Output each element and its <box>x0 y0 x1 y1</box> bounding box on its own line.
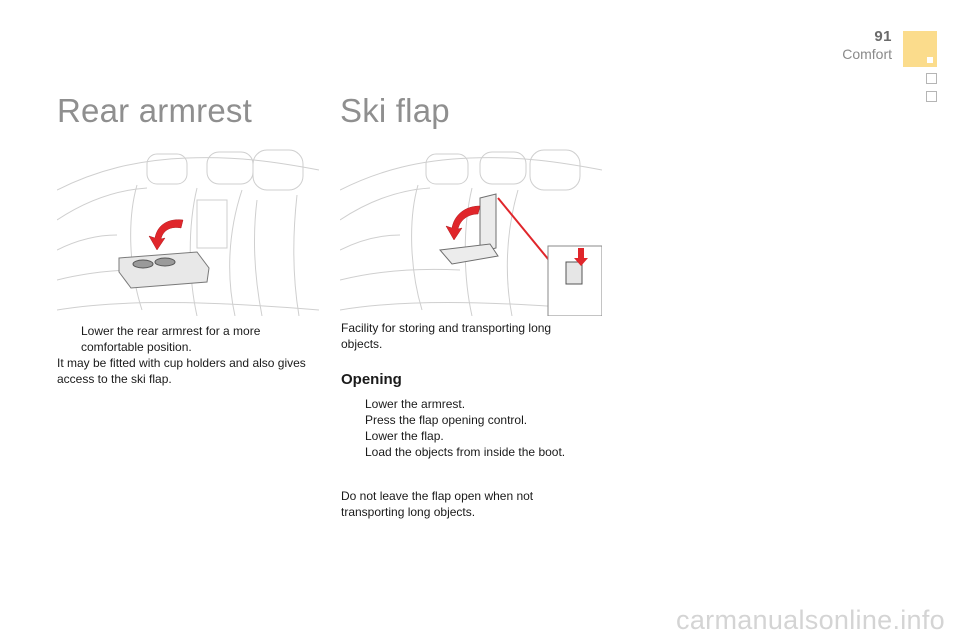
list-item: Press the flap opening control. <box>341 412 601 428</box>
chapter-tab-active[interactable] <box>903 31 937 67</box>
list-item: Lower the flap. <box>341 428 601 444</box>
bullet-text: Lower the rear armrest for a more comfor… <box>81 324 261 354</box>
page-header: 91 Comfort <box>842 28 892 62</box>
list-item: Lower the rear armrest for a more comfor… <box>57 323 322 355</box>
step-text: Load the objects from inside the boot. <box>365 445 566 459</box>
chapter-tab[interactable] <box>926 73 937 84</box>
rear-armrest-illustration <box>57 140 319 316</box>
tab-marker <box>927 57 933 63</box>
ski-flap-note: Do not leave the flap open when not tran… <box>341 489 534 519</box>
page-number: 91 <box>874 28 892 45</box>
step-text: Lower the armrest. <box>365 397 466 411</box>
press-arrow-icon <box>574 248 588 266</box>
ski-flap-intro: Facility for storing and transporting lo… <box>341 321 552 351</box>
list-item: Load the objects from inside the boot. <box>341 444 601 460</box>
watermark: carmanualsonline.info <box>676 605 945 635</box>
step-text: Press the flap opening control. <box>365 413 528 427</box>
paragraph: It may be fitted with cup holders and al… <box>57 356 306 386</box>
list-item: Lower the armrest. <box>341 396 601 412</box>
rear-armrest-title: Rear armrest <box>57 92 252 129</box>
ski-flap-title: Ski flap <box>340 92 450 129</box>
ski-flap-illustration <box>340 140 602 316</box>
opening-heading: Opening <box>341 371 402 388</box>
flap-arrow-icon <box>445 205 481 241</box>
opening-steps: Lower the armrest. Press the flap openin… <box>341 396 601 460</box>
section-name: Comfort <box>842 46 892 62</box>
lower-arrow-icon <box>148 219 184 251</box>
chapter-tab[interactable] <box>926 91 937 102</box>
step-text: Lower the flap. <box>365 429 444 443</box>
rear-armrest-text: Lower the rear armrest for a more comfor… <box>57 323 322 387</box>
